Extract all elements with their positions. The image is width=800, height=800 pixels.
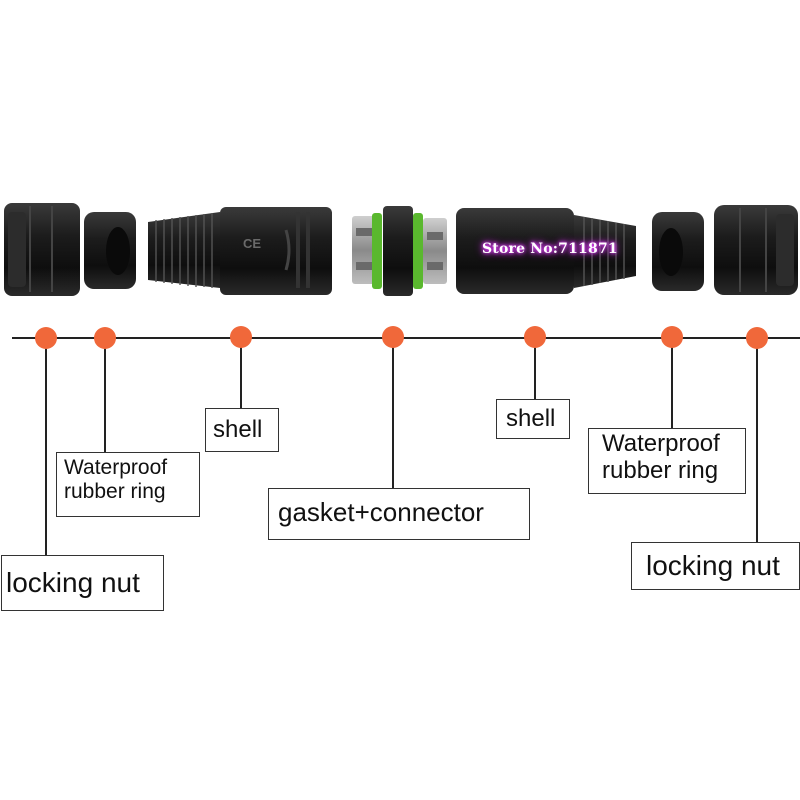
gasket-connector-part [352,206,447,296]
locking-nut-left-part [4,203,80,296]
leader-line [104,338,106,452]
rubber-ring-right-part [652,212,704,291]
shell-right-part [456,208,636,294]
marker-dot [661,326,683,348]
label-text: shell [506,405,556,432]
label-shell-right: shell [496,399,570,439]
axis-line [12,337,800,339]
label-text-line1: Waterproof [64,456,168,479]
marker-dot [524,326,546,348]
marker-dot [746,327,768,349]
label-text: locking nut [646,550,780,581]
leader-line [671,338,673,428]
leader-line [240,338,242,408]
shell-left-part [148,207,332,295]
locking-nut-right-part [714,205,798,295]
label-gasket-connector: gasket+connector [268,488,530,540]
leader-line [756,338,758,542]
leader-line [45,338,47,555]
leader-line [392,338,394,488]
label-rubber-ring-right: Waterproof rubber ring [588,428,746,494]
rubber-ring-left-part [84,212,136,289]
leader-line [534,338,536,400]
marker-dot [230,326,252,348]
label-text: locking nut [6,567,140,598]
label-rubber-ring-left: Waterproof rubber ring [56,452,200,517]
label-text: gasket+connector [278,497,484,527]
label-locking-nut-left: locking nut [1,555,164,611]
label-text: shell [213,416,263,443]
label-locking-nut-right: locking nut [631,542,800,590]
marker-dot [94,327,116,349]
label-text-line2: rubber ring [64,479,166,503]
label-text-line2: rubber ring [602,456,719,484]
marker-dot [382,326,404,348]
label-text-line1: Waterproof [602,430,720,457]
label-shell-left: shell [205,408,279,452]
store-watermark: Store No:711871 [482,241,618,257]
ce-mark: CE [243,236,262,251]
marker-dot [35,327,57,349]
